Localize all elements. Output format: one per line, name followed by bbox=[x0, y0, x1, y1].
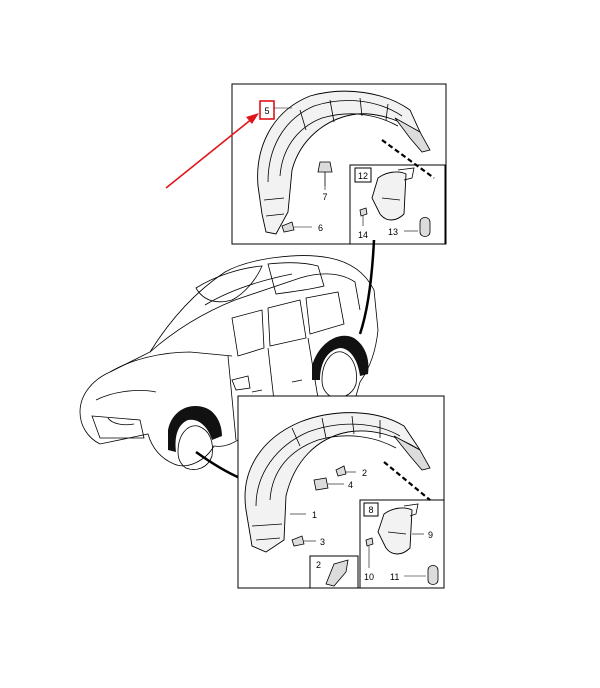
nut-11 bbox=[427, 565, 439, 585]
callout-1: 1 bbox=[312, 510, 317, 520]
connector-rear bbox=[358, 239, 376, 335]
callout-12: 12 bbox=[358, 171, 368, 181]
callout-4: 4 bbox=[348, 480, 353, 490]
car-illustration bbox=[79, 255, 379, 470]
callout-7: 7 bbox=[322, 192, 327, 202]
callout-14: 14 bbox=[358, 230, 368, 240]
mud-flap-front bbox=[377, 507, 413, 555]
screw-3 bbox=[291, 535, 305, 547]
front-wheel-arch bbox=[168, 406, 222, 452]
callout-2-box: 2 bbox=[316, 560, 321, 570]
clip-2-detail bbox=[325, 559, 349, 587]
front-wheel-liner bbox=[244, 412, 431, 553]
callout-13: 13 bbox=[388, 227, 398, 237]
callout-5-highlight bbox=[259, 100, 275, 120]
callout-5: 5 bbox=[264, 106, 269, 116]
callout-9: 9 bbox=[428, 530, 433, 540]
dashed-connector-bottom bbox=[383, 461, 431, 501]
callout-12-box bbox=[354, 167, 372, 183]
callout-8: 8 bbox=[368, 505, 373, 515]
screw-6 bbox=[281, 221, 312, 233]
clip-7 bbox=[317, 161, 333, 190]
screw-14 bbox=[359, 207, 368, 217]
dashed-connector-top bbox=[381, 139, 435, 179]
sub-inset-8 bbox=[359, 499, 445, 589]
callout-6: 6 bbox=[318, 223, 323, 233]
red-arrow bbox=[165, 113, 259, 189]
rear-wheel-liner bbox=[257, 90, 431, 235]
callout-8-box bbox=[363, 502, 379, 517]
sub-inset-2 bbox=[309, 555, 359, 589]
connector-front bbox=[195, 450, 241, 480]
nut-13 bbox=[419, 217, 431, 237]
callout-11: 11 bbox=[390, 572, 399, 582]
callout-3: 3 bbox=[320, 537, 325, 547]
top-inset bbox=[231, 83, 447, 245]
callout-2-top: 2 bbox=[362, 468, 367, 478]
screw-10 bbox=[365, 537, 374, 547]
rear-wheel-arch bbox=[312, 335, 369, 380]
callout-10: 10 bbox=[364, 572, 374, 582]
mud-flap-rear bbox=[371, 171, 407, 221]
clip-2 bbox=[335, 465, 347, 477]
bolt-4 bbox=[313, 477, 329, 491]
bottom-inset bbox=[237, 395, 445, 589]
sub-inset-12 bbox=[349, 164, 446, 245]
